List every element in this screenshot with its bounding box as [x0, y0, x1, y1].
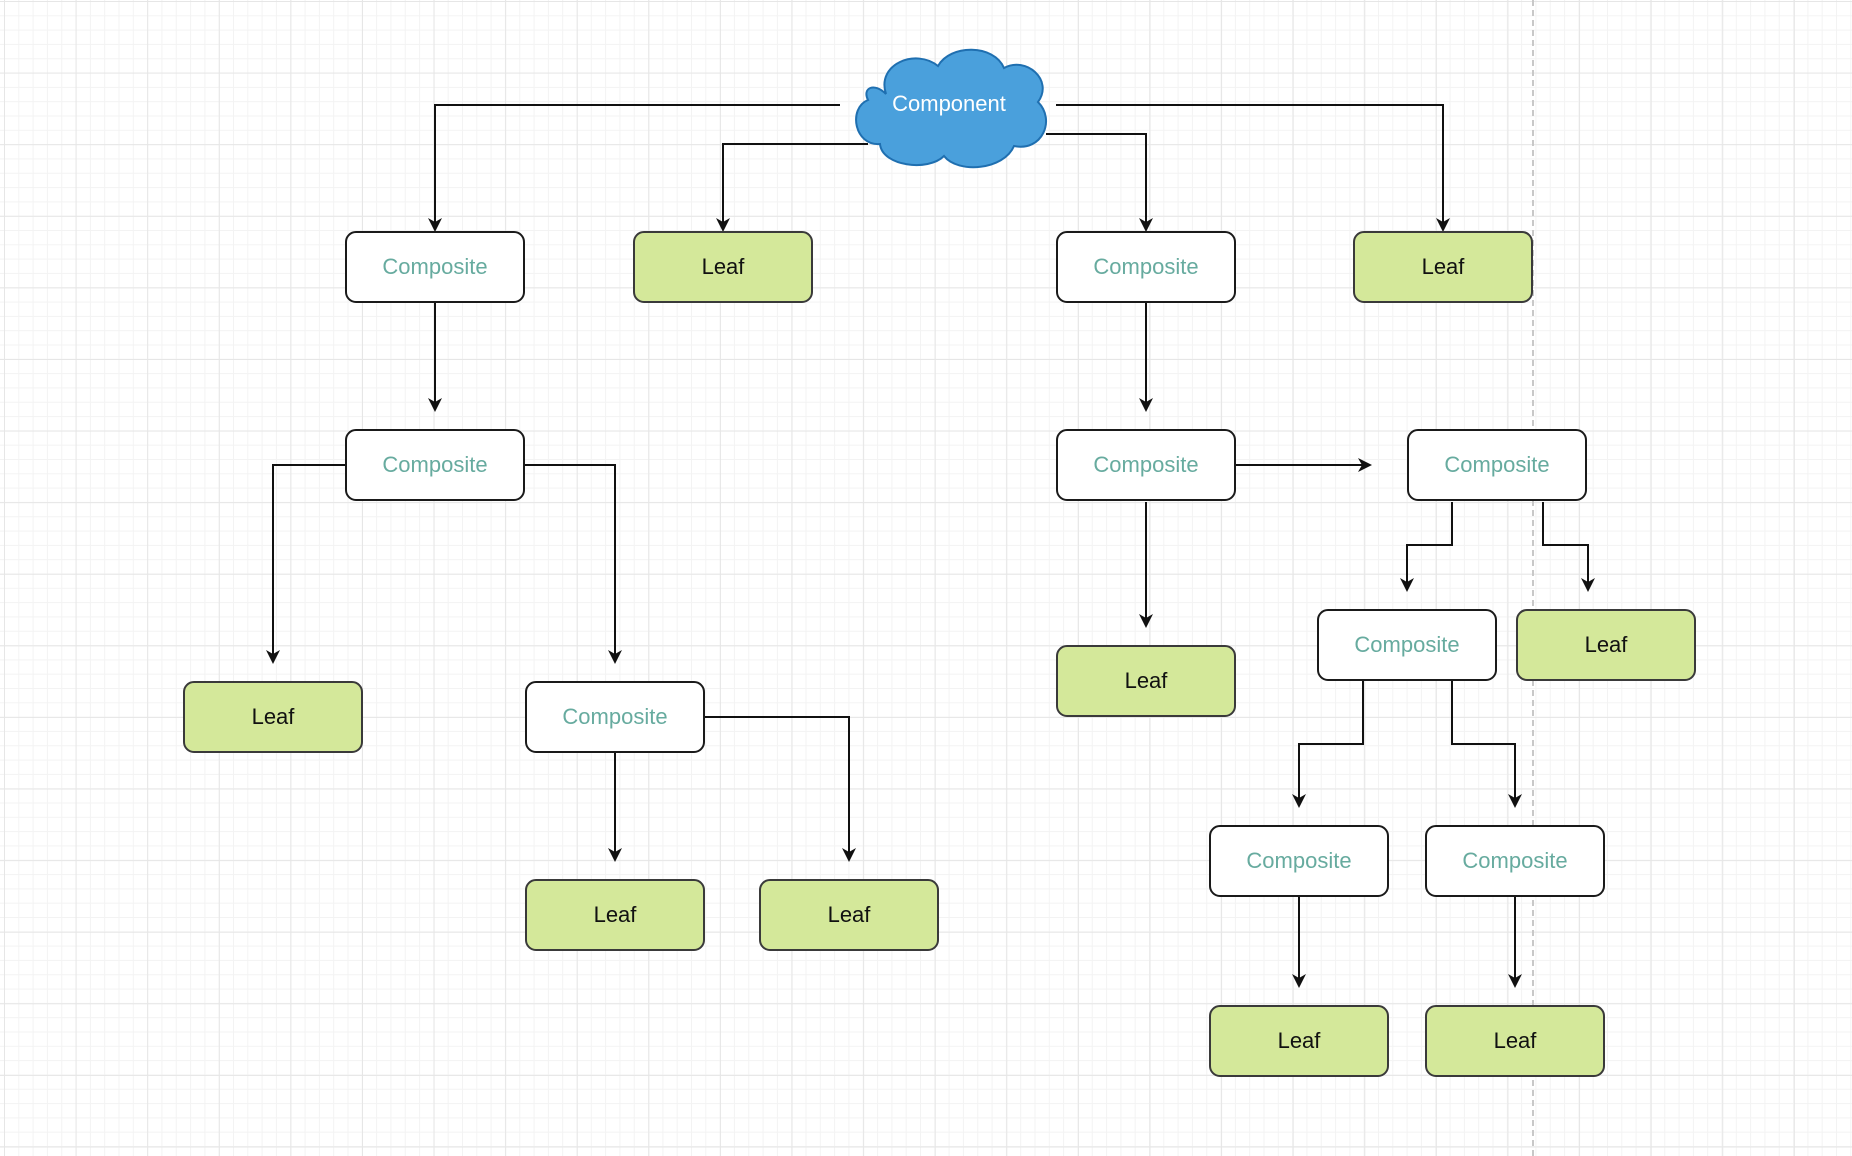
- leaf-node-level4-left-a[interactable]: Leaf: [525, 879, 705, 951]
- edge-composite-c-leaf[interactable]: [266, 464, 345, 664]
- leaf-node-level1-left[interactable]: Leaf: [633, 231, 813, 303]
- edge-composite-f-leaf[interactable]: [1542, 502, 1595, 592]
- leaf-node-level1-right[interactable]: Leaf: [1353, 231, 1533, 303]
- edge-root-leaf-a[interactable]: [716, 143, 868, 232]
- composite-node-level1-left[interactable]: Composite: [345, 231, 525, 303]
- edge-composite-c-composite-d[interactable]: [525, 464, 622, 664]
- component-cloud-shape[interactable]: [846, 42, 1052, 172]
- leaf-node-level5-right-a[interactable]: Leaf: [1209, 1005, 1389, 1077]
- edge-root-leaf-b[interactable]: [1056, 104, 1450, 232]
- composite-node-level3-left[interactable]: Composite: [525, 681, 705, 753]
- edge-root-composite-b[interactable]: [1046, 133, 1153, 232]
- leaf-node-level3-far-left[interactable]: Leaf: [183, 681, 363, 753]
- edge-composite-f-composite-g[interactable]: [1400, 502, 1453, 592]
- leaf-node-level3-far-right[interactable]: Leaf: [1516, 609, 1696, 681]
- page-break-line: [1532, 0, 1534, 1156]
- edge-composite-g-composite-i[interactable]: [1451, 681, 1522, 808]
- component-label: Component: [892, 91, 1006, 116]
- edge-root-composite-a[interactable]: [428, 104, 840, 232]
- composite-node-level4-right-a[interactable]: Composite: [1209, 825, 1389, 897]
- composite-node-level3-right[interactable]: Composite: [1317, 609, 1497, 681]
- edge-composite-d-leaf-b[interactable]: [705, 716, 856, 862]
- composite-node-level4-right-b[interactable]: Composite: [1425, 825, 1605, 897]
- leaf-node-level4-left-b[interactable]: Leaf: [759, 879, 939, 951]
- leaf-node-level5-right-b[interactable]: Leaf: [1425, 1005, 1605, 1077]
- composite-node-level2-far-right[interactable]: Composite: [1407, 429, 1587, 501]
- composite-node-level2-right[interactable]: Composite: [1056, 429, 1236, 501]
- composite-node-level2-left[interactable]: Composite: [345, 429, 525, 501]
- edge-composite-g-composite-h[interactable]: [1292, 681, 1364, 808]
- leaf-node-level3-right[interactable]: Leaf: [1056, 645, 1236, 717]
- composite-node-level1-right[interactable]: Composite: [1056, 231, 1236, 303]
